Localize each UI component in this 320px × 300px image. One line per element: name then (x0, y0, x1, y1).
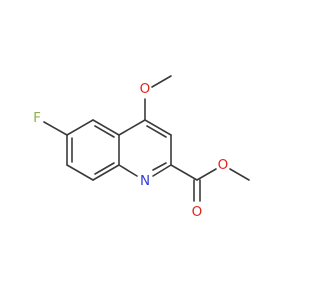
double-bond-inner (146, 125, 167, 138)
methoxy-oxygen-label: O (140, 81, 151, 97)
c2-carbonyl-bond (170, 164, 198, 181)
o-ch3-bond (151, 75, 172, 88)
double-bond-inner (152, 162, 167, 171)
bond (118, 164, 138, 177)
o-methyl-bond (229, 168, 250, 181)
bond (66, 119, 94, 136)
bond (144, 119, 172, 136)
double-bond-inner (94, 162, 115, 175)
nitrogen-label: N (140, 173, 150, 189)
carbonyl-oxygen-label: O (192, 204, 203, 220)
structure-canvas: F N O O O (33, 75, 250, 220)
alkoxy-oxygen-label: O (218, 157, 229, 173)
bond (152, 164, 172, 177)
bond (92, 119, 120, 136)
bond (66, 164, 94, 181)
pyridine-ring (118, 119, 172, 177)
bond (118, 119, 146, 136)
double-bond-inner (94, 125, 115, 138)
benzo-ring-geometry (66, 119, 120, 181)
fluorine-label: F (33, 110, 41, 126)
carbonyl-o-bond (196, 168, 217, 181)
molecule-diagram: F N O O O (33, 75, 250, 220)
bond (92, 164, 120, 181)
c-f-bond (43, 121, 68, 136)
